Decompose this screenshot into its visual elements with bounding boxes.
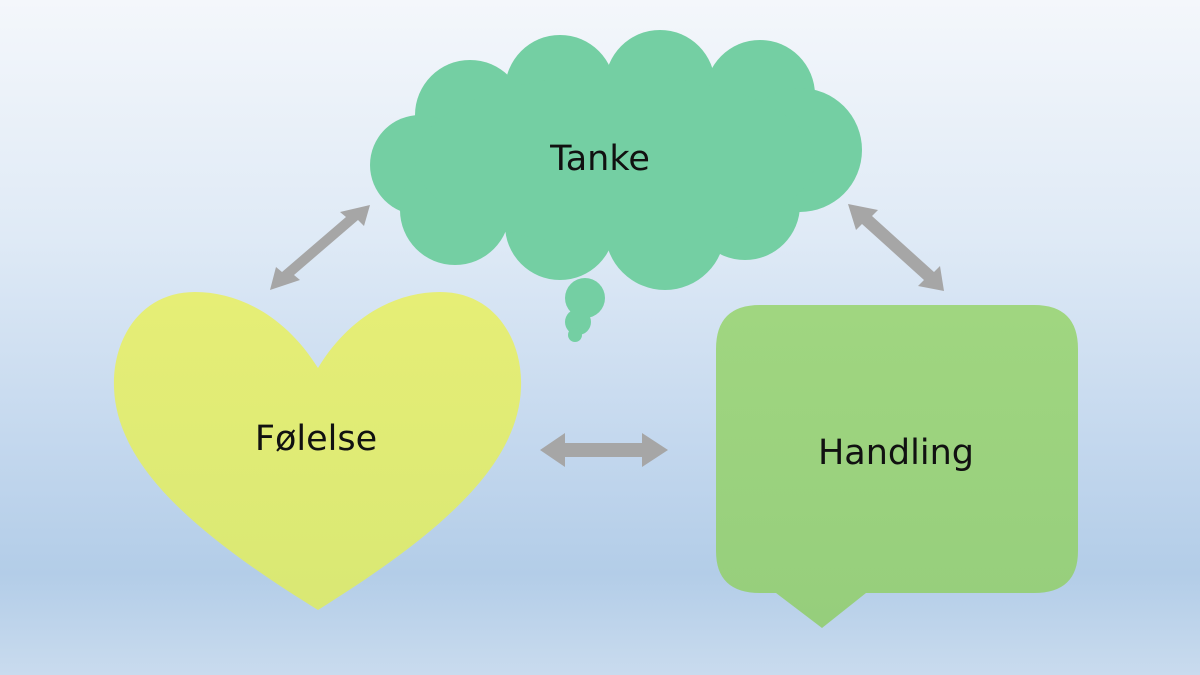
arrow-feeling-action [540,433,668,467]
arrow-feeling-thought [270,205,370,290]
thought-label: Tanke [549,139,650,179]
feeling-heart: Følelse [113,292,522,610]
arrow-thought-action [848,204,944,291]
thought-cloud: Tanke [370,30,862,342]
action-speech-box: Handling [716,305,1078,628]
action-label: Handling [818,433,974,473]
feeling-label: Følelse [255,419,377,459]
